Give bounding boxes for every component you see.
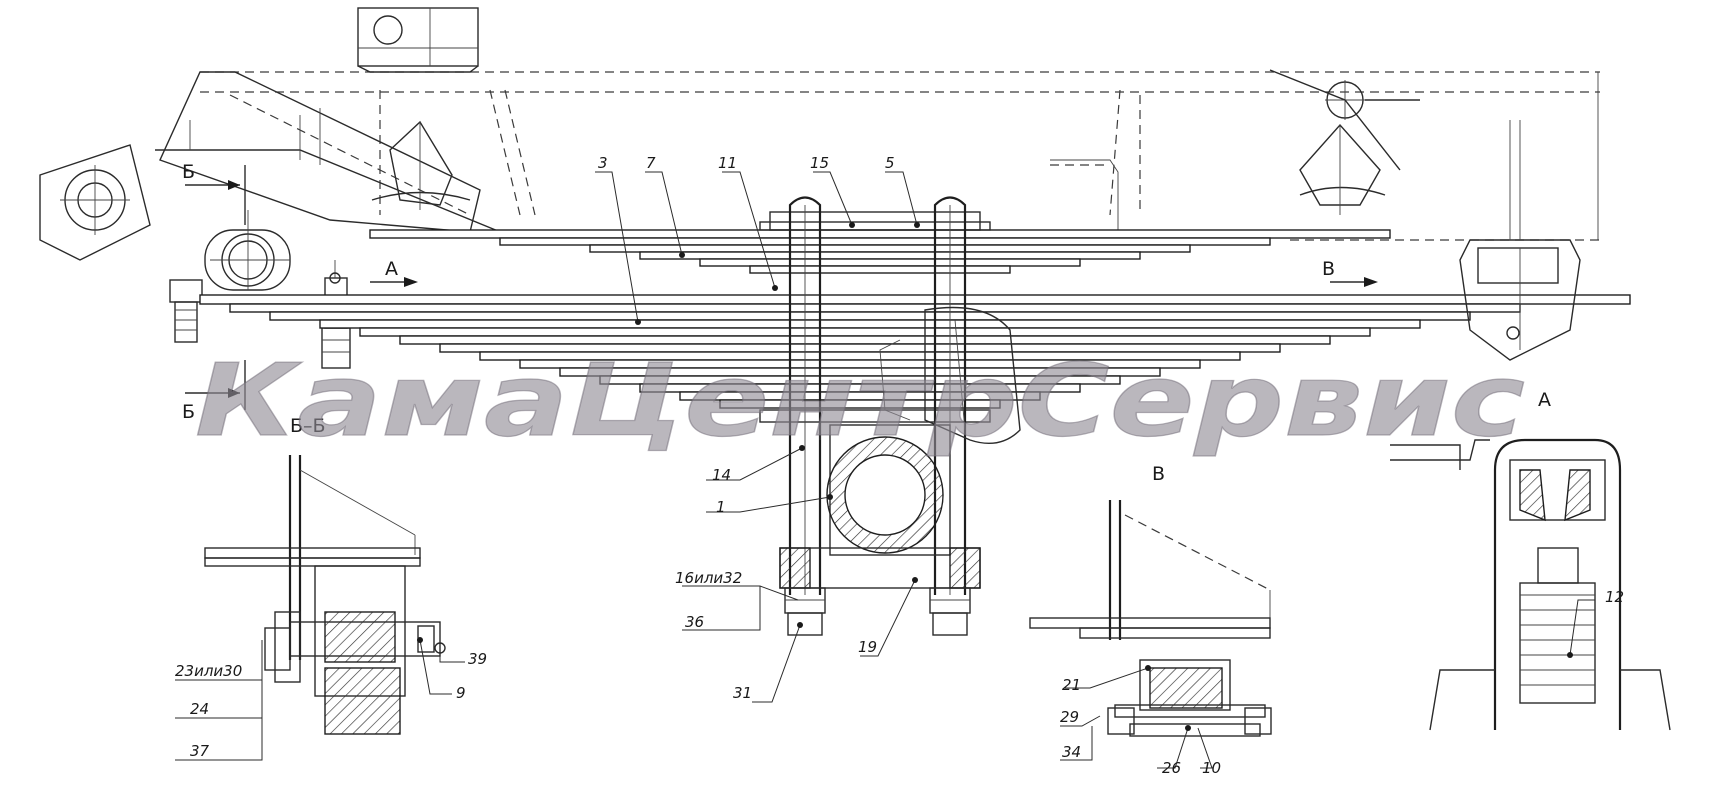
top-bracket [357,7,479,73]
view-a-title: А [1538,389,1551,411]
watermark-text: КамаЦентрСервис [195,342,1525,459]
callout-9: 9 [456,684,466,702]
section-title: Б–Б [290,415,326,437]
callout-5: 5 [885,154,895,172]
section-mark-top: Б [182,161,195,183]
callout-34: 34 [1062,743,1081,761]
callout-23or30: 23или30 [175,662,242,680]
callout-36: 36 [685,613,704,631]
spring-top-plate [759,211,991,423]
callout-3: 3 [598,154,608,172]
view-a-arrow-label: А [385,258,398,280]
callout-1: 1 [716,498,726,516]
section-b-b-detail [204,455,446,735]
front-eye-bracket [39,144,151,261]
callout-14: 14 [712,466,731,484]
callout-16or32: 16или32 [675,569,742,587]
callout-29: 29 [1060,708,1079,726]
callout-21: 21 [1062,676,1081,694]
rear-shock-absorber [1269,69,1420,215]
callout-39: 39 [468,650,487,668]
callout-10: 10 [1202,759,1221,777]
callout-37: 37 [190,742,210,760]
callout-7: 7 [646,154,656,172]
leader-lines [175,171,1595,769]
u-bolt-nuts [784,587,971,636]
callout-31: 31 [733,684,752,702]
axle-housing [779,420,981,589]
callout-11: 11 [718,154,737,172]
callout-19: 19 [858,638,877,656]
callout-12: 12 [1605,588,1624,606]
view-a-detail [1390,438,1671,731]
view-v-detail [1029,500,1272,737]
view-labels: Б Б Б–Б А В В А [182,161,1551,485]
view-v-arrow-label: В [1322,258,1335,280]
callout-24: 24 [190,700,209,718]
rear-bracket [1459,120,1581,361]
front-bracket [155,71,521,241]
callout-labels: 3 7 11 15 5 14 1 16или32 36 31 19 39 9 2… [175,154,1624,777]
callout-15: 15 [810,154,829,172]
rubber-buffer [879,306,1021,444]
section-mark-bottom: Б [182,401,195,423]
callout-26: 26 [1162,759,1181,777]
view-v-title: В [1152,463,1165,485]
leaf-spring-pack [199,229,1631,409]
section-mark-lines [185,165,1378,410]
shackle-eye [204,210,291,291]
